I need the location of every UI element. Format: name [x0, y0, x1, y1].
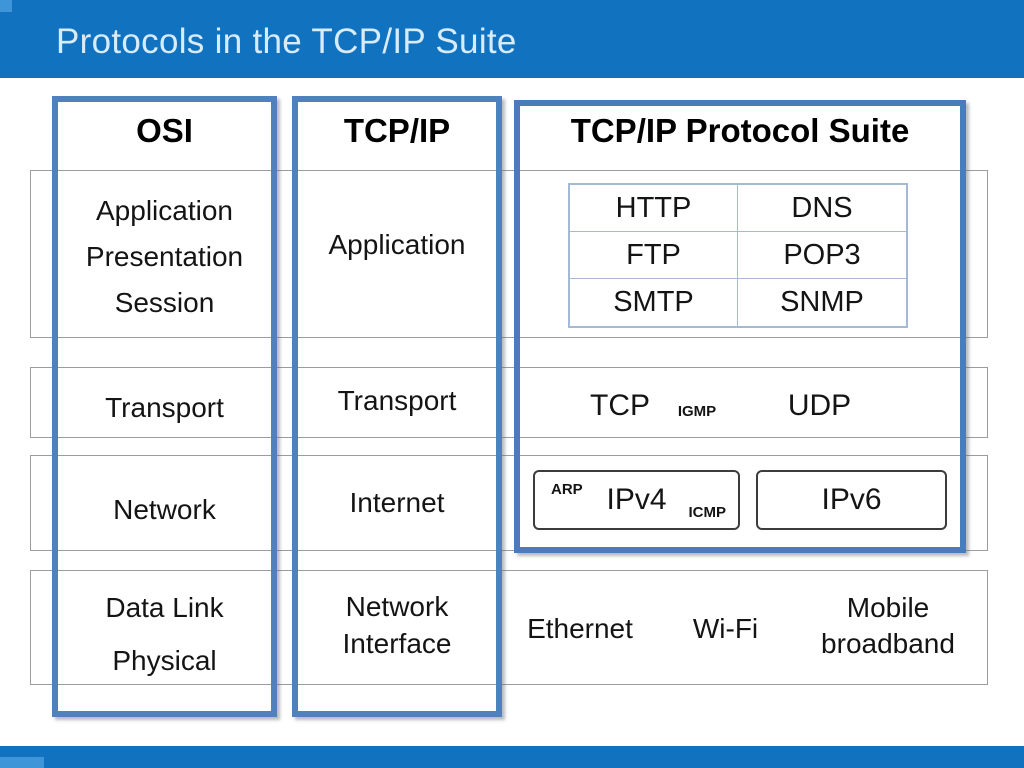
osi-application-label: Application	[96, 195, 233, 226]
protocol-pop3: POP3	[738, 232, 906, 279]
osi-application-layers: Application Presentation Session	[52, 188, 277, 326]
protocol-ftp: FTP	[570, 232, 738, 279]
tcpip-internet-label: Internet	[349, 487, 445, 518]
mobile-broadband-line2: broadband	[821, 628, 955, 659]
tcpip-network-interface-line2: Interface	[342, 628, 452, 659]
slide-title: Protocols in the TCP/IP Suite	[56, 22, 517, 61]
osi-header: OSI	[136, 112, 193, 149]
protocol-smtp: SMTP	[570, 279, 738, 326]
header-accent-square	[0, 0, 12, 12]
protocol-arp: ARP	[551, 481, 583, 498]
tcpip-column-box	[292, 96, 502, 717]
protocol-ipv4: IPv4	[606, 483, 667, 516]
protocol-mobile-broadband: Mobile broadband	[798, 590, 978, 662]
slide-footer-bar	[0, 746, 1024, 768]
tcpip-transport-label: Transport	[337, 385, 457, 416]
osi-column-box	[52, 96, 277, 717]
protocol-ipv6: IPv6	[821, 483, 882, 516]
ipv4-protocol-box: ARP IPv4 ICMP	[533, 470, 740, 530]
protocol-wifi: Wi-Fi	[692, 613, 759, 644]
row-band-transport	[30, 367, 988, 438]
protocol-dns: DNS	[738, 185, 906, 232]
osi-network-label: Network	[113, 494, 216, 525]
protocol-suite-box	[514, 100, 966, 553]
osi-session-label: Session	[114, 287, 215, 318]
protocol-icmp: ICMP	[688, 504, 727, 521]
tcpip-header: TCP/IP	[343, 112, 451, 149]
protocol-tcp: TCP	[590, 389, 650, 422]
osi-physical-label: Physical	[112, 645, 217, 676]
protocol-ethernet: Ethernet	[527, 613, 633, 644]
row-band-datalink	[30, 570, 988, 685]
osi-presentation-label: Presentation	[85, 241, 244, 272]
osi-transport-label: Transport	[105, 392, 224, 423]
protocol-snmp: SNMP	[780, 286, 864, 318]
suite-header: TCP/IP Protocol Suite	[570, 112, 910, 149]
protocol-igmp: IGMP	[677, 403, 717, 420]
osi-datalink-label: Data Link	[105, 592, 224, 623]
tcpip-network-interface-line1: Network	[345, 591, 449, 622]
tcpip-network-interface-label: Network Interface	[292, 588, 502, 662]
footer-accent-square	[0, 757, 44, 768]
mobile-broadband-line1: Mobile	[846, 592, 930, 623]
protocol-udp: UDP	[787, 389, 852, 422]
application-protocols-table: HTTP DNS FTP POP3 SMTP SNMP	[568, 183, 908, 328]
ipv6-protocol-box: IPv6	[756, 470, 947, 530]
slide-header-bar	[0, 0, 1024, 78]
protocol-http: HTTP	[570, 185, 738, 232]
tcpip-application-label: Application	[328, 229, 466, 260]
